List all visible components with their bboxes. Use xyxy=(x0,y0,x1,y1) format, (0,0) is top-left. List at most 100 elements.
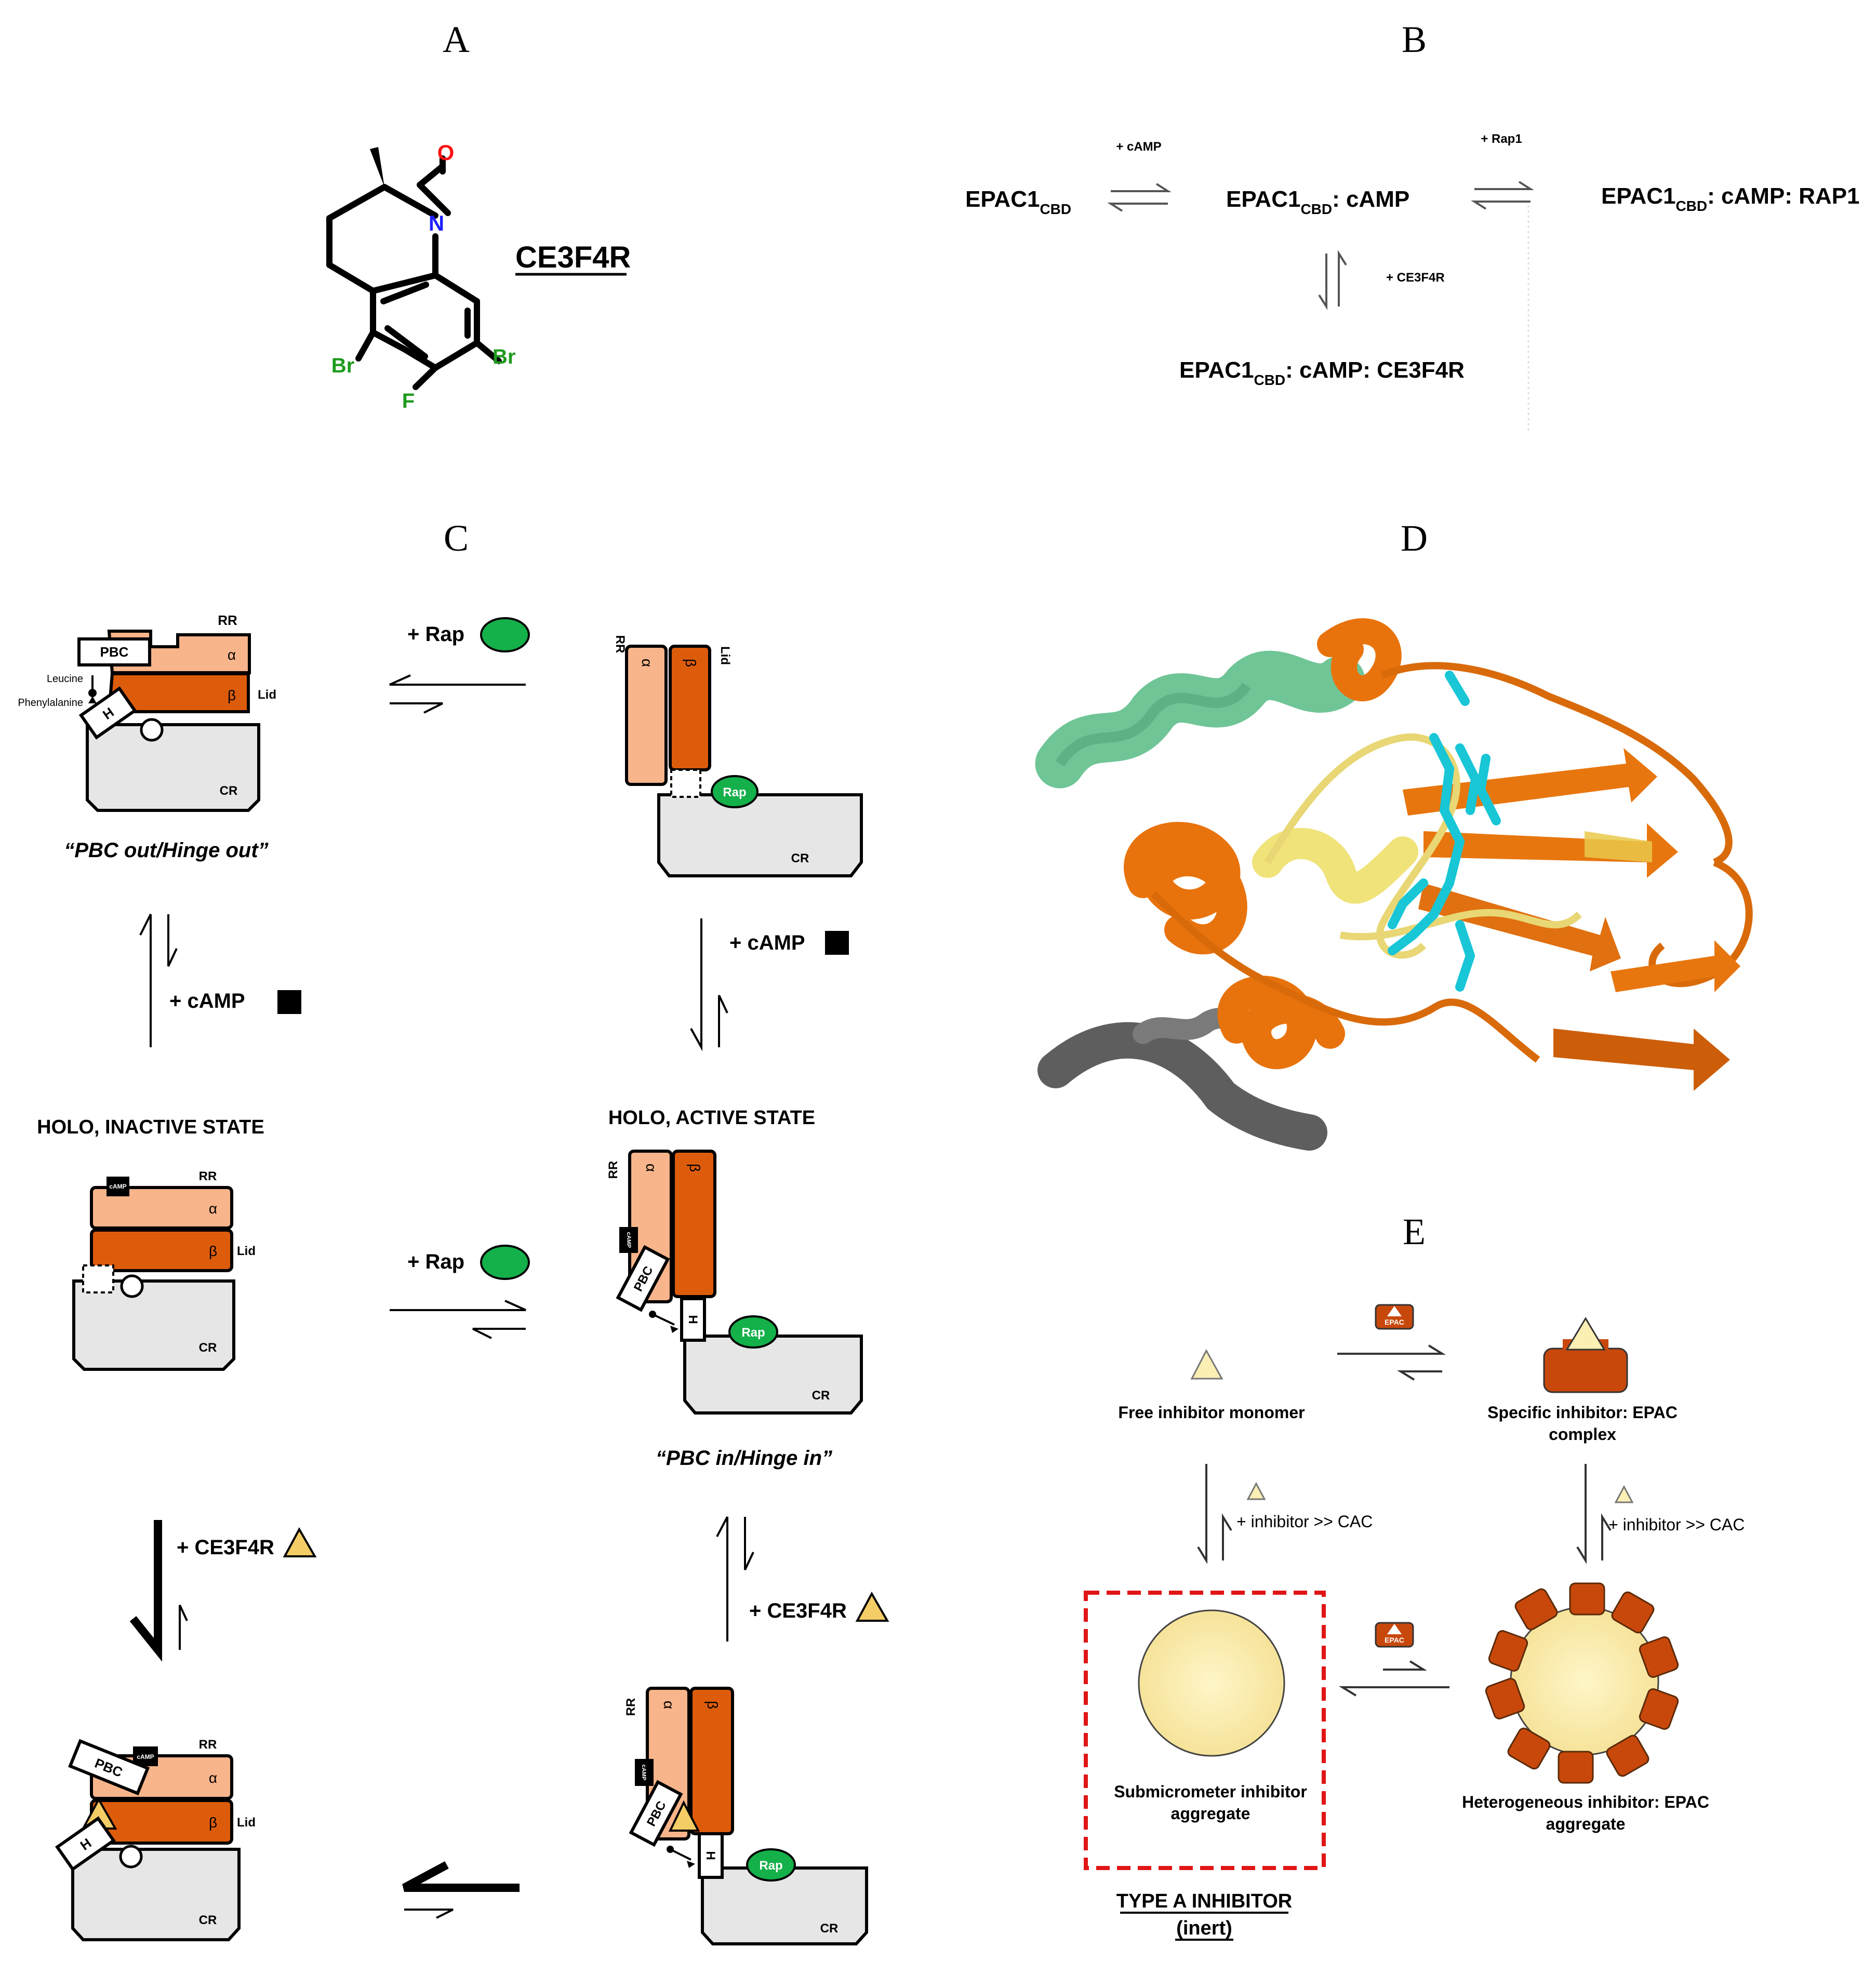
cr-domain xyxy=(71,1848,241,1941)
svg-text:Rap: Rap xyxy=(723,785,746,799)
holo-inactive-title: HOLO, INACTIVE STATE xyxy=(37,1116,264,1138)
label-plus-rap-top: + Rap xyxy=(407,623,464,646)
svg-text:CR: CR xyxy=(199,1913,217,1927)
eq-arrow-e-right-up xyxy=(1601,1513,1612,1560)
hinge-box: H xyxy=(78,686,137,740)
ce3f4r-triangle xyxy=(668,1800,700,1832)
beta-strand-5 xyxy=(1611,940,1740,992)
label-plus-rap-mid: + Rap xyxy=(407,1250,464,1273)
camp-square xyxy=(619,1227,638,1253)
inhibitor-mini-right xyxy=(1614,1485,1634,1503)
svg-text:Lid: Lid xyxy=(237,1244,256,1258)
label-hetero-line2: aggregate xyxy=(1546,1815,1626,1833)
atom-oxygen: O xyxy=(437,140,455,165)
rap-icon-mid xyxy=(480,1245,530,1280)
svg-text:CR: CR xyxy=(791,851,809,865)
yellow-strand-tip xyxy=(1585,831,1652,862)
svg-text:β: β xyxy=(683,659,699,667)
label-hetero-line1: Heterogeneous inhibitor: EPAC xyxy=(1462,1793,1709,1811)
beta-strand-1 xyxy=(1403,748,1657,816)
panel-b-scheme: EPAC1CBD EPAC1CBD: cAMP EPAC1CBD: cAMP: … xyxy=(965,132,1860,434)
svg-text:H: H xyxy=(686,1315,700,1324)
svg-text:α: α xyxy=(661,1701,677,1709)
binding-pocket xyxy=(119,1845,143,1869)
svg-text:Leucine: Leucine xyxy=(47,673,83,685)
label-plus-ce3f4r-right: + CE3F4R xyxy=(749,1599,847,1622)
binding-pocket xyxy=(120,1274,144,1298)
hetero-aggregate xyxy=(1485,1582,1679,1784)
cr-domain xyxy=(683,1335,863,1415)
svg-text:α: α xyxy=(643,1164,659,1172)
state-inhibitor-inactive: cAMP PBC H RR α β Lid CR xyxy=(55,1738,256,1941)
eq-arrow-e-top-back xyxy=(1396,1370,1442,1381)
svg-text:Phenylalanine: Phenylalanine xyxy=(18,697,83,709)
eq-arrow-right-up xyxy=(718,995,728,1047)
eq-arrow-bottom-right xyxy=(404,1909,454,1919)
epac-chip-top: EPAC xyxy=(1375,1304,1414,1330)
svg-text:β: β xyxy=(704,1701,721,1709)
label-plus-camp-left: + cAMP xyxy=(169,990,245,1012)
camp-icon-right xyxy=(825,931,849,955)
species-epac1-camp-ce3f4r: EPAC1CBD: cAMP: CE3F4R xyxy=(1179,357,1465,388)
eq-arrow-e-left-down xyxy=(1197,1464,1207,1565)
eq-arrow-top-back xyxy=(390,702,443,714)
svg-text:Rap: Rap xyxy=(741,1326,765,1340)
holo-active-title: HOLO, ACTIVE STATE xyxy=(608,1107,815,1129)
camp-icon-left xyxy=(277,990,301,1014)
camp-square xyxy=(107,1177,129,1196)
svg-text:β: β xyxy=(209,1243,217,1259)
svg-text:α: α xyxy=(228,647,236,663)
label-inhibitor-cac-right: + inhibitor >> CAC xyxy=(1608,1515,1745,1534)
beta-strand-2 xyxy=(1423,823,1678,878)
label-inhibitor-cac-left: + inhibitor >> CAC xyxy=(1236,1512,1373,1531)
binding-pocket xyxy=(140,718,164,742)
panel-c-mechanism: H PBC RR α β Lid CR Leucine Phenylalanin… xyxy=(18,612,889,1945)
eq-arrow-right-lower-down xyxy=(744,1517,754,1570)
eq-arrow-left-lower-down-bold xyxy=(129,1520,162,1662)
svg-text:Rap: Rap xyxy=(759,1859,782,1873)
pbc-box: PBC xyxy=(68,1739,150,1796)
rap-protein xyxy=(746,1848,796,1882)
species-epac1: EPAC1CBD xyxy=(965,186,1071,217)
svg-text:RR: RR xyxy=(613,635,627,653)
svg-text:CR: CR xyxy=(820,1922,839,1936)
svg-text:RR: RR xyxy=(199,1738,217,1752)
panel-letter-c: C xyxy=(444,517,469,559)
eq-arrow-mid-back xyxy=(472,1328,526,1339)
beta-helix xyxy=(672,1150,716,1298)
hinge-dashed xyxy=(82,1264,114,1293)
eq-arrow-right-down xyxy=(690,918,702,1051)
svg-text:cAMP: cAMP xyxy=(626,1232,632,1248)
atom-br-left: Br xyxy=(331,354,354,377)
arrow-label-ce3f4r: + CE3F4R xyxy=(1386,271,1445,285)
species-epac1-camp-rap1: EPAC1CBD: cAMP: RAP1 xyxy=(1601,183,1860,214)
eq-arrow-1-forward xyxy=(1111,183,1172,192)
alpha-helix xyxy=(625,645,668,786)
state-label-pbc-out: “PBC out/Hinge out” xyxy=(64,839,268,862)
svg-text:α: α xyxy=(209,1200,217,1217)
svg-text:EPAC: EPAC xyxy=(1385,1318,1404,1326)
panel-d-protein-structure xyxy=(1035,618,1865,1151)
svg-text:α: α xyxy=(639,659,655,667)
rap-protein xyxy=(728,1315,778,1349)
state-holo-inactive: HOLO, INACTIVE STATE cAMP RR α β Lid CR xyxy=(37,1116,264,1371)
svg-text:RR: RR xyxy=(218,612,237,628)
svg-text:β: β xyxy=(687,1164,703,1172)
compound-name: CE3F4R xyxy=(515,241,631,274)
state-inhibitor-active: cAMP PBC H Rap α β RR CR xyxy=(624,1687,868,1945)
cr-domain xyxy=(701,1866,868,1945)
cyan-residue-sticks xyxy=(1388,671,1501,992)
svg-text:α: α xyxy=(209,1770,217,1786)
hinge-dashed xyxy=(670,769,701,798)
panel-e-scheme: Free inhibitor monomer Specific inhibito… xyxy=(1084,1304,1745,1941)
label-specific-line2: complex xyxy=(1549,1425,1616,1444)
label-type-a-line2: (inert) xyxy=(1176,1917,1232,1939)
epac-chip-bottom: EPAC xyxy=(1375,1622,1414,1648)
eq-arrow-e-top-forward xyxy=(1337,1344,1446,1355)
eq-arrow-mid-forward xyxy=(390,1300,526,1311)
beta-helix xyxy=(689,1687,734,1835)
eq-arrow-1-back xyxy=(1107,203,1168,212)
svg-text:H: H xyxy=(703,1851,717,1860)
state-pbc-out: H PBC RR α β Lid CR Leucine Phenylalanin… xyxy=(18,612,276,862)
